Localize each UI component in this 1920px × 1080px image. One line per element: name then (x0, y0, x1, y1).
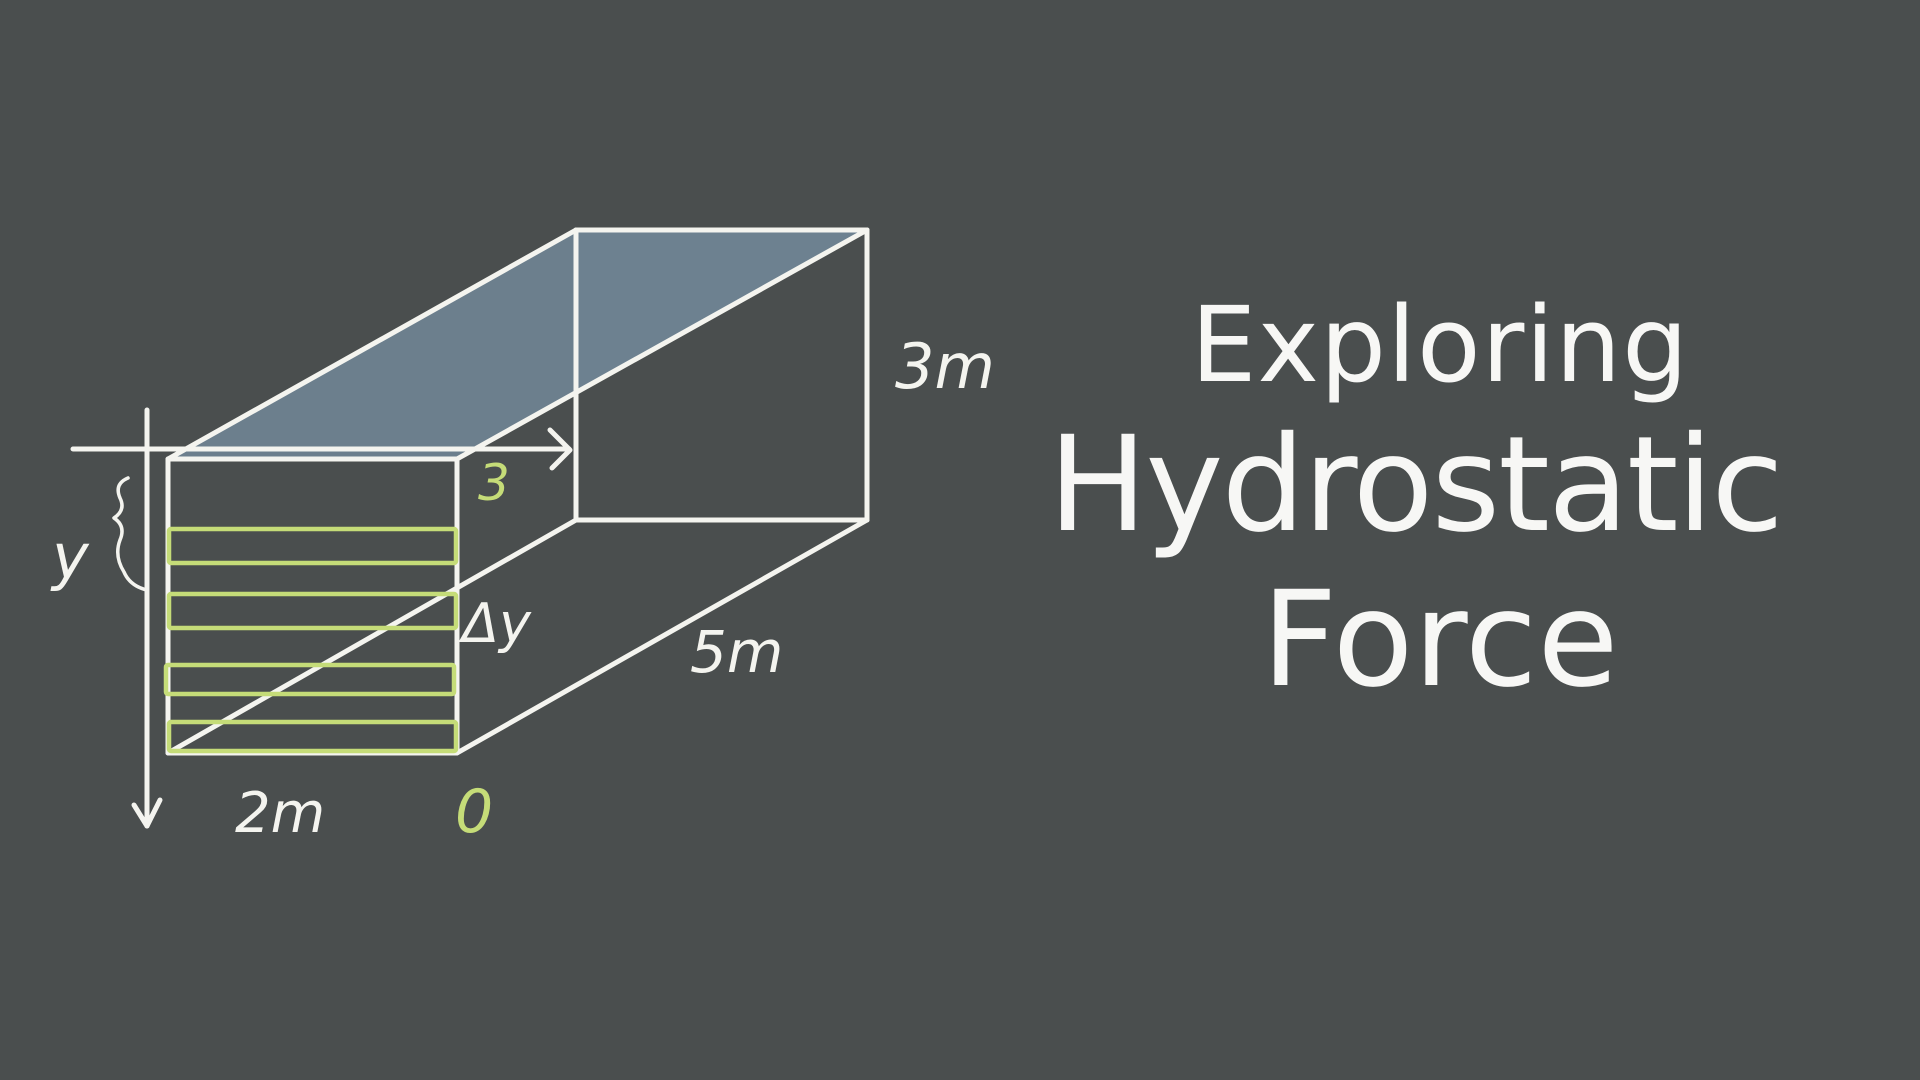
label-bottom-marker: 0 (455, 777, 493, 847)
label-height: 3m (895, 330, 995, 403)
x-axis-arrow (70, 427, 573, 471)
title-line-force: Force (1261, 563, 1619, 717)
label-delta-y: Δy (458, 592, 532, 655)
label-width: 2m (235, 781, 325, 846)
title-block: Exploring Hydrostatic Force (1048, 284, 1790, 717)
y-axis-arrow (131, 407, 163, 829)
horizontal-strips (163, 526, 459, 754)
label-top-marker: 3 (478, 454, 510, 512)
y-brace (112, 476, 149, 592)
title-line-hydrostatic: Hydrostatic (1048, 408, 1784, 562)
title-line-exploring: Exploring (1190, 284, 1690, 406)
box-edges (165, 227, 870, 756)
label-length: 5m (690, 618, 783, 686)
label-y: y (50, 520, 90, 593)
